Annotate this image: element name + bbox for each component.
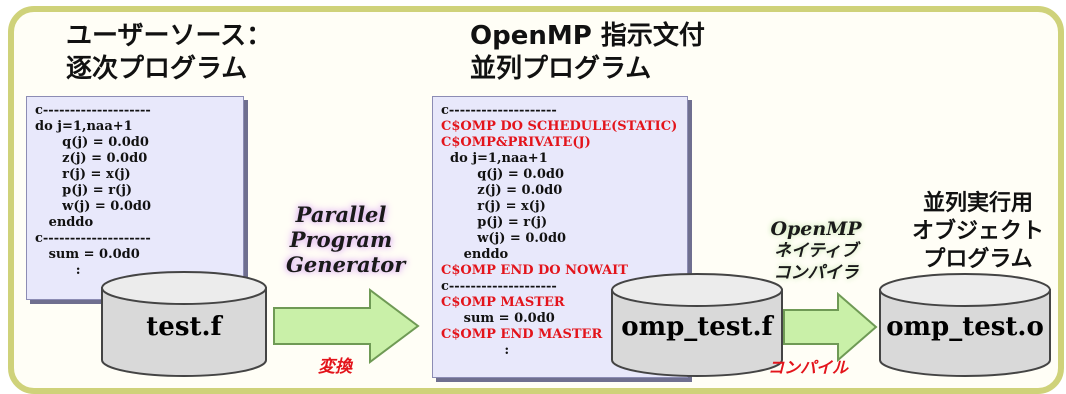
openmp-heading-line1: OpenMP 指示文付 <box>470 21 705 51</box>
code-line: q(j) = 0.0d0 <box>35 135 149 150</box>
generator-line2: Program <box>289 227 393 252</box>
omp-test-f-label: omp_test.f <box>621 312 773 342</box>
code-line: r(j) = x(j) <box>35 167 131 182</box>
compile-arrow <box>783 292 878 362</box>
openmp-native-compiler-label: OpenMP ネイティブ コンパイラ <box>766 218 866 284</box>
omp-test-o-label: omp_test.o <box>886 312 1044 342</box>
omp-directive-line: C$OMP MASTER <box>441 295 565 310</box>
omp-directive-line: C$OMP DO SCHEDULE(STATIC) <box>441 119 678 134</box>
code-line: w(j) = 0.0d0 <box>35 199 152 214</box>
omp-test-f-cylinder <box>611 273 783 377</box>
code-line: do j=1,naa+1 <box>441 151 548 166</box>
object-program-heading: 並列実行用 オブジェクト プログラム <box>912 190 1044 274</box>
omp-test-o-cylinder <box>879 273 1051 377</box>
code-line: c-------------------- <box>35 231 151 246</box>
code-line: sum = 0.0d0 <box>441 311 555 326</box>
code-line: enddo <box>35 215 94 230</box>
compiler-line3: コンパイラ <box>773 263 859 283</box>
code-line: r(j) = x(j) <box>441 199 546 214</box>
user-source-heading-line1: ユーザーソース： <box>66 21 273 51</box>
convert-arrow <box>273 288 420 364</box>
code-line: z(j) = 0.0d0 <box>441 183 563 198</box>
omp-directive-line: C$OMP END MASTER <box>441 327 603 342</box>
code-line: : <box>441 343 510 358</box>
code-line: do j=1,naa+1 <box>35 119 133 134</box>
openmp-program-heading: OpenMP 指示文付 並列プログラム <box>470 20 705 85</box>
test-f-cylinder <box>101 271 267 377</box>
test-f-label: test.f <box>146 312 222 342</box>
code-line: p(j) = r(j) <box>35 183 133 198</box>
openmp-heading-line2: 並列プログラム <box>470 53 652 84</box>
generator-line1: Parallel <box>295 202 387 227</box>
code-line: p(j) = r(j) <box>441 215 548 230</box>
code-line: q(j) = 0.0d0 <box>441 167 564 182</box>
omp-directive-line: C$OMP&PRIVATE(J) <box>441 135 591 150</box>
object-heading-line3: プログラム <box>923 247 1033 272</box>
compiler-line2: ネイティブ <box>774 241 858 261</box>
code-line: w(j) = 0.0d0 <box>441 231 567 246</box>
object-heading-line1: 並列実行用 <box>923 191 1034 216</box>
generator-line3: Generator <box>286 252 406 277</box>
code-line: : <box>35 263 81 278</box>
compiler-line1: OpenMP <box>770 218 862 240</box>
object-heading-line2: オブジェクト <box>912 219 1045 244</box>
code-line: enddo <box>441 247 509 262</box>
code-line: c-------------------- <box>35 103 151 118</box>
user-source-heading: ユーザーソース： 逐次プログラム <box>66 20 272 85</box>
parallel-program-generator-label: Parallel Program Generator <box>286 202 406 277</box>
code-line: z(j) = 0.0d0 <box>35 151 148 166</box>
code-line: c-------------------- <box>441 103 557 118</box>
omp-directive-line: C$OMP END DO NOWAIT <box>441 263 628 278</box>
compile-label: コンパイル <box>768 358 849 377</box>
convert-label: 変換 <box>318 357 352 377</box>
code-line: c-------------------- <box>441 279 557 294</box>
user-source-heading-line2: 逐次プログラム <box>66 53 248 84</box>
code-line: sum = 0.0d0 <box>35 247 140 262</box>
sequential-code-listing: c--------------------do j=1,naa+1 q(j) =… <box>26 96 244 300</box>
